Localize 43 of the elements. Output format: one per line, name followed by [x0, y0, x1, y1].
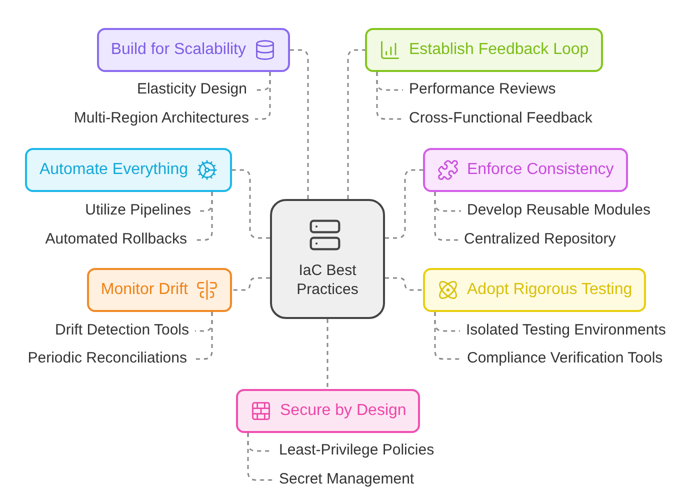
- item-text: Centralized Repository: [458, 230, 622, 250]
- item-text: Secret Management: [273, 470, 420, 490]
- item-text: Compliance Verification Tools: [461, 350, 669, 368]
- dashed-connector: [385, 169, 423, 239]
- dashed-connector: [193, 312, 213, 360]
- category-title: Build for Scalability: [110, 40, 246, 60]
- dashed-connector: [247, 433, 273, 481]
- dashed-connector: [434, 312, 461, 360]
- item-text: Periodic Reconciliations: [22, 350, 193, 368]
- dashed-connector: [232, 169, 270, 239]
- category-title: Adopt Rigorous Testing: [467, 280, 632, 300]
- dashed-connector: [326, 319, 328, 389]
- dashed-connector: [376, 72, 403, 120]
- dashed-connector: [347, 49, 365, 199]
- dashed-connector: [385, 277, 423, 291]
- category-box: [365, 28, 603, 72]
- category-box: [423, 268, 646, 312]
- item-text: Elasticity Design: [130, 80, 253, 100]
- item-text: Develop Reusable Modules: [461, 202, 656, 220]
- category-box: [236, 389, 420, 433]
- category-title: Secure by Design: [280, 401, 406, 421]
- category-title: Automate Everything: [39, 160, 188, 180]
- category-title: Monitor Drift: [100, 280, 188, 300]
- category-box: [25, 148, 232, 192]
- item-text: Drift Detection Tools: [49, 322, 195, 340]
- item-text: Performance Reviews: [403, 80, 562, 100]
- dashed-connector: [232, 277, 270, 291]
- item-text: Multi-Region Architectures: [68, 110, 255, 128]
- dashed-connector: [434, 192, 458, 241]
- category-title: Enforce Consistency: [467, 160, 614, 180]
- item-text: Utilize Pipelines: [79, 202, 197, 220]
- item-text: Isolated Testing Environments: [460, 322, 672, 340]
- item-text: Least-Privilege Policies: [273, 442, 440, 460]
- category-box: [423, 148, 628, 192]
- node-title: IaC Best Practices: [296, 262, 360, 300]
- category-title: Establish Feedback Loop: [409, 40, 589, 60]
- category-box: [86, 268, 232, 312]
- item-text: Automated Rollbacks: [39, 230, 193, 250]
- item-text: Cross-Functional Feedback: [403, 110, 598, 128]
- dashed-connector: [255, 72, 271, 120]
- category-box: [96, 28, 290, 72]
- dashed-connector: [290, 49, 309, 199]
- central-node: [270, 199, 385, 319]
